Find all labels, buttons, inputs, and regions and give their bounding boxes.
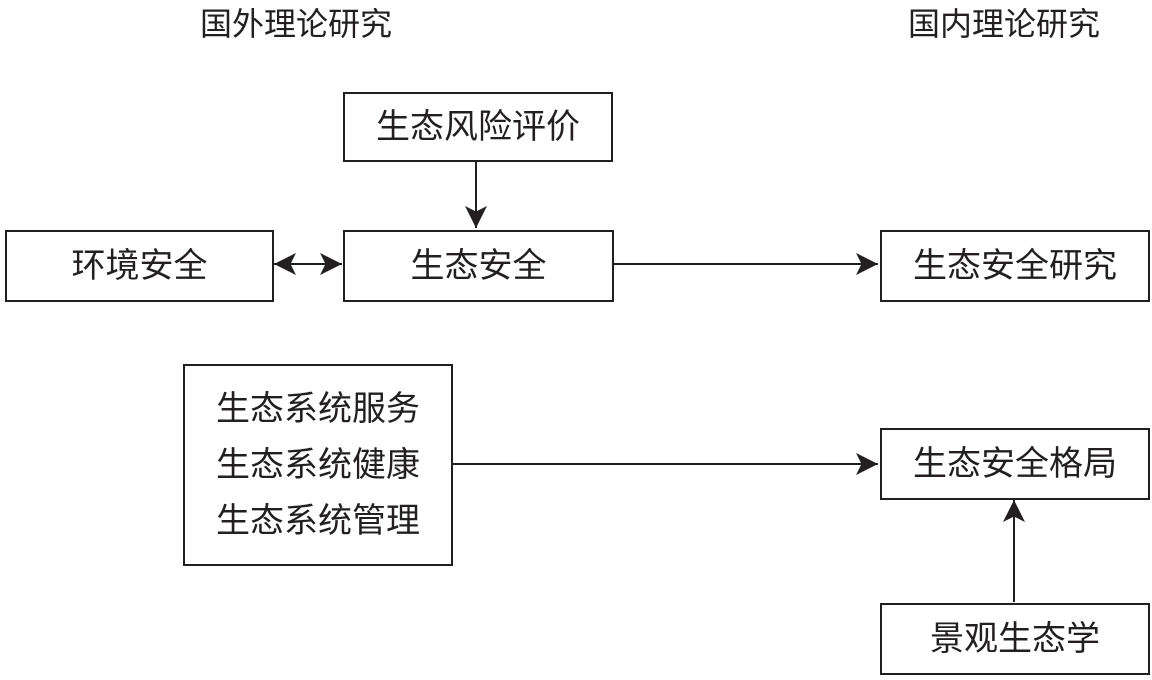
ecosystem-health-label: 生态系统健康 [216,445,420,485]
ecosystem-management-label: 生态系统管理 [216,501,420,541]
node-eco-risk-assessment: 生态风险评价 [343,92,613,162]
heading-domestic-research: 国内理论研究 [908,5,1101,43]
node-eco-risk-assessment-label: 生态风险评价 [376,107,580,147]
node-ecological-security-label: 生态安全 [410,246,547,286]
node-landscape-ecology-label: 景观生态学 [930,619,1100,659]
node-eco-security-research-label: 生态安全研究 [913,246,1117,286]
node-environmental-security-label: 环境安全 [71,246,208,286]
node-ecological-security: 生态安全 [343,230,614,302]
heading-foreign-research: 国外理论研究 [200,5,393,43]
node-ecosystem-group: 生态系统服务 生态系统健康 生态系统管理 [183,364,453,566]
node-environmental-security: 环境安全 [5,230,274,302]
node-eco-security-research: 生态安全研究 [880,230,1150,302]
node-eco-security-pattern-label: 生态安全格局 [913,444,1117,484]
node-landscape-ecology: 景观生态学 [880,603,1150,675]
ecosystem-services-label: 生态系统服务 [216,389,420,429]
node-eco-security-pattern: 生态安全格局 [880,428,1150,500]
